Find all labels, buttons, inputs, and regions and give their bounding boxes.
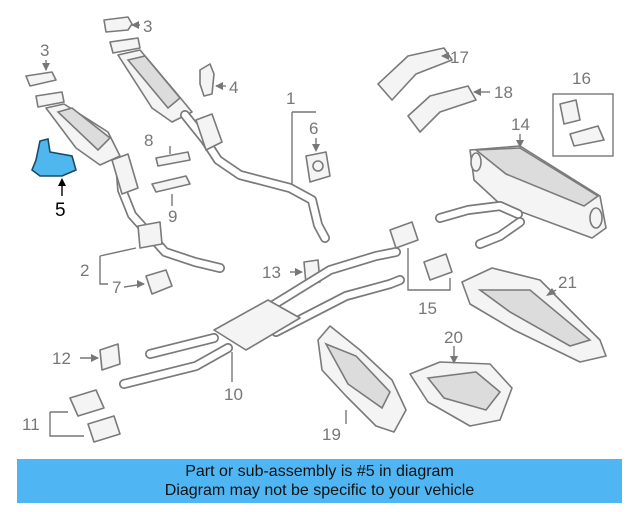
- arrow-21: [546, 288, 556, 296]
- callout-3-left: 3: [40, 41, 49, 60]
- part-14-muffler-top: [473, 147, 600, 207]
- arrow-17: [441, 52, 449, 60]
- arrow-7: [137, 280, 145, 288]
- part-7-mount: [145, 269, 173, 295]
- upper-cat-heatshield: [126, 55, 182, 110]
- callout-9: 9: [168, 207, 177, 226]
- callout-12: 12: [52, 349, 71, 368]
- leader-11: [49, 412, 84, 437]
- part-11-clamp-lower: [87, 415, 121, 443]
- arrow-4: [215, 82, 223, 90]
- part-10-resonator: [213, 299, 301, 351]
- part-21-shield-ridge: [477, 289, 592, 347]
- part-8-clamp: [155, 151, 191, 167]
- part-16-hanger-lower: [569, 125, 605, 147]
- part-11-clamp-upper: [69, 389, 105, 417]
- callout-10: 10: [224, 385, 243, 404]
- part-18-tailpipe-tip: [407, 85, 477, 133]
- callout-13: 13: [262, 263, 281, 282]
- part-3-upper-bracket: [103, 16, 133, 33]
- part-17-tailpipe-tip: [377, 47, 453, 101]
- callout-5: 5: [55, 200, 66, 221]
- callout-2: 2: [80, 261, 89, 280]
- part-14-outlet-b: [470, 152, 482, 172]
- arrow-18: [473, 88, 481, 96]
- arrow-5: [58, 178, 66, 186]
- callout-17: 17: [450, 48, 469, 67]
- arrow-12: [91, 354, 99, 362]
- lower-secondary-cat: [111, 153, 139, 195]
- leader-2-bracket: [99, 256, 108, 285]
- callout-20: 20: [444, 328, 463, 347]
- lower-manifold-flange: [35, 91, 65, 108]
- banner-line-disclaimer: Diagram may not be specific to your vehi…: [164, 482, 475, 499]
- callout-8: 8: [144, 131, 153, 150]
- part-5-heat-shield-bracket: [31, 138, 77, 177]
- part-6-hole: [312, 160, 324, 172]
- upper-secondary-cat: [195, 113, 223, 151]
- arrow-3-left: [42, 63, 50, 71]
- part-2-hanger-bracket: [137, 221, 163, 249]
- part-15-clamp-upper: [389, 221, 419, 249]
- upper-manifold-flange: [109, 37, 141, 54]
- part-14-outlet-a: [589, 207, 603, 229]
- arrow-13: [295, 268, 303, 276]
- part-3-left-bracket: [25, 71, 57, 87]
- callout-3-upper: 3: [143, 17, 152, 36]
- callout-1: 1: [286, 89, 295, 108]
- callout-11: 11: [22, 415, 40, 434]
- callout-15: 15: [418, 299, 437, 318]
- callout-6: 6: [309, 119, 318, 138]
- part-19-shield-ridge: [324, 342, 391, 410]
- arrow-6: [312, 144, 320, 152]
- callout-4: 4: [229, 78, 238, 97]
- banner-line-part: Part or sub-assembly is #5 in diagram: [185, 463, 454, 480]
- part-9-clamp: [151, 175, 191, 193]
- arrow-14: [516, 140, 524, 148]
- part-20-shield-ridge: [426, 371, 502, 411]
- part-16-hanger-upper: [559, 99, 581, 125]
- exhaust-system-diagram: 3 3 4 17 16 18 1 6 14 8 9 5 2 7 13 21 15…: [22, 16, 614, 444]
- arrow-3-upper: [131, 21, 139, 29]
- callout-7: 7: [112, 278, 121, 297]
- lower-cat-heatshield: [56, 107, 112, 152]
- arrow-20: [450, 356, 458, 364]
- leader-2-top: [99, 247, 137, 257]
- callout-19: 19: [322, 425, 341, 444]
- part-12-bracket: [99, 343, 121, 371]
- callout-14: 14: [511, 115, 530, 134]
- leader-15: [407, 248, 451, 291]
- info-banner: Part or sub-assembly is #5 in diagram Di…: [17, 459, 622, 503]
- part-4-bracket: [199, 63, 215, 97]
- callout-21: 21: [558, 273, 577, 292]
- callout-16: 16: [572, 69, 591, 88]
- callout-18: 18: [494, 83, 513, 102]
- part-15-clamp-lower: [423, 253, 453, 281]
